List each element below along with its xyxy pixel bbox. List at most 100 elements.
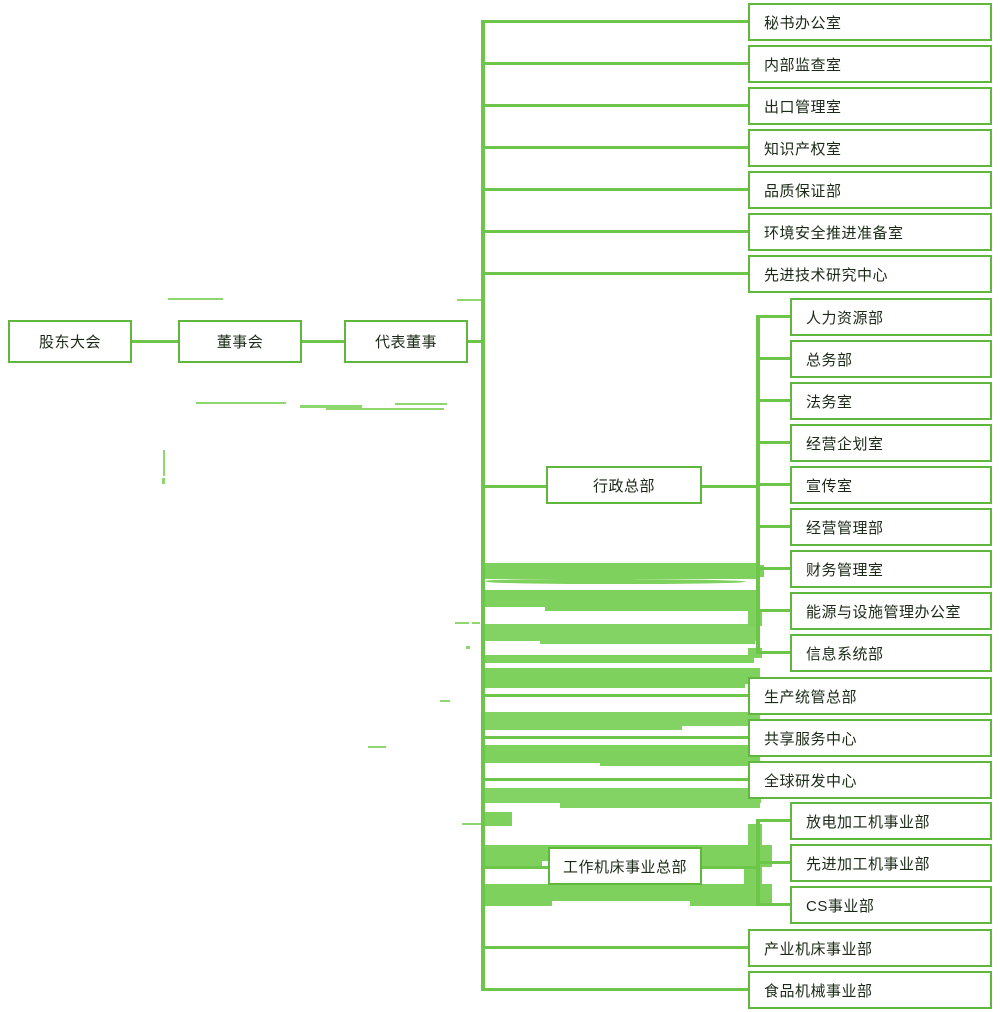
scan-artifact <box>540 640 755 644</box>
connector-line <box>700 485 758 488</box>
node-label: 人力资源部 <box>806 309 884 327</box>
node-mid-unit[interactable]: 全球研发中心 <box>748 761 992 799</box>
node-machine-tool-child[interactable]: CS事业部 <box>790 886 992 924</box>
node-label: 内部监查室 <box>764 56 842 74</box>
scan-artifact <box>466 646 470 649</box>
node-direct-unit[interactable]: 先进技术研究中心 <box>748 255 992 293</box>
node-shareholders-meeting[interactable]: 股东大会 <box>8 320 132 363</box>
node-label: 经营企划室 <box>806 435 884 453</box>
scan-artifact <box>482 884 772 901</box>
connector-line <box>756 357 792 360</box>
scan-artifact <box>440 700 450 702</box>
scan-artifact <box>300 405 362 408</box>
node-label: CS事业部 <box>806 897 875 915</box>
node-admin-child[interactable]: 信息系统部 <box>790 634 992 672</box>
node-admin-child[interactable]: 财务管理室 <box>790 550 992 588</box>
node-label: 工作机床事业总部 <box>562 858 687 876</box>
scan-artifact <box>368 746 386 748</box>
node-bottom-unit[interactable]: 食品机械事业部 <box>748 971 992 1009</box>
scan-artifact <box>196 402 286 404</box>
node-label: 产业机床事业部 <box>764 940 873 958</box>
node-label: 食品机械事业部 <box>764 982 873 1000</box>
connector-line <box>756 441 792 444</box>
scan-artifact <box>482 745 760 763</box>
connector-line <box>756 483 792 486</box>
node-label: 股东大会 <box>38 334 101 351</box>
node-label: 总务部 <box>806 351 853 369</box>
node-label: 环境安全推进准备室 <box>764 224 904 242</box>
connector-line <box>756 399 792 402</box>
connector-line <box>756 315 792 318</box>
node-admin-child[interactable]: 法务室 <box>790 382 992 420</box>
scan-artifact <box>482 590 757 607</box>
scan-artifact <box>472 622 480 624</box>
scan-artifact <box>326 408 444 410</box>
node-mid-unit[interactable]: 共享服务中心 <box>748 719 992 757</box>
connector-line <box>481 736 750 739</box>
node-label: 行政总部 <box>592 477 655 495</box>
scan-artifact <box>482 655 754 663</box>
node-label: 出口管理室 <box>764 98 842 116</box>
node-machine-tool-child[interactable]: 放电加工机事业部 <box>790 802 992 840</box>
connector-line <box>756 651 792 654</box>
node-label: 信息系统部 <box>806 645 884 663</box>
connector-line <box>700 866 758 869</box>
node-machine-tool-hq[interactable]: 工作机床事业总部 <box>548 847 702 885</box>
connector-line <box>481 946 750 949</box>
connector-line <box>481 188 750 191</box>
node-mid-unit[interactable]: 生产统管总部 <box>748 677 992 715</box>
node-label: 知识产权室 <box>764 140 842 158</box>
node-admin-child[interactable]: 总务部 <box>790 340 992 378</box>
connector-line <box>756 567 792 570</box>
node-label: 秘书办公室 <box>764 14 842 32</box>
connector-line <box>756 609 792 612</box>
scan-artifact <box>482 901 552 906</box>
node-direct-unit[interactable]: 出口管理室 <box>748 87 992 125</box>
node-bottom-unit[interactable]: 产业机床事业部 <box>748 929 992 967</box>
node-admin-child[interactable]: 人力资源部 <box>790 298 992 336</box>
node-direct-unit[interactable]: 环境安全推进准备室 <box>748 213 992 251</box>
node-label: 宣传室 <box>806 477 853 495</box>
scan-artifact <box>483 788 761 803</box>
node-admin-child[interactable]: 经营企划室 <box>790 424 992 462</box>
node-label: 生产统管总部 <box>764 688 858 706</box>
scan-artifact <box>482 712 760 726</box>
scan-artifact <box>482 812 512 826</box>
scan-artifact <box>162 478 165 484</box>
node-board-of-directors[interactable]: 董事会 <box>178 320 302 363</box>
node-representative-director[interactable]: 代表董事 <box>344 320 468 363</box>
connector-line <box>466 340 484 343</box>
connector-line <box>481 104 750 107</box>
scan-artifact <box>483 624 757 641</box>
node-machine-tool-child[interactable]: 先进加工机事业部 <box>790 844 992 882</box>
connector-line <box>481 20 750 23</box>
node-admin-child[interactable]: 能源与设施管理办公室 <box>790 592 992 630</box>
node-label: 全球研发中心 <box>764 772 858 790</box>
connector-line <box>481 694 750 697</box>
node-direct-unit[interactable]: 品质保证部 <box>748 171 992 209</box>
node-label: 法务室 <box>806 393 853 411</box>
node-direct-unit[interactable]: 知识产权室 <box>748 129 992 167</box>
connector-line <box>481 485 549 488</box>
node-label: 能源与设施管理办公室 <box>806 603 962 621</box>
scan-artifact <box>457 299 483 301</box>
connector-line <box>481 146 750 149</box>
node-admin-child[interactable]: 宣传室 <box>790 466 992 504</box>
connector-line <box>756 819 792 822</box>
node-label: 经营管理部 <box>806 519 884 537</box>
node-label: 先进技术研究中心 <box>764 266 889 284</box>
connector-line <box>481 778 750 781</box>
scan-artifact <box>455 622 469 624</box>
node-label: 先进加工机事业部 <box>806 855 931 873</box>
node-direct-unit[interactable]: 秘书办公室 <box>748 3 992 41</box>
node-admin-child[interactable]: 经营管理部 <box>790 508 992 546</box>
scan-artifact <box>485 684 745 688</box>
node-admin-hq[interactable]: 行政总部 <box>546 466 702 504</box>
connector-line <box>481 988 750 991</box>
connector-line <box>481 62 750 65</box>
connector-line <box>756 861 792 864</box>
main-trunk-line <box>481 22 485 991</box>
node-direct-unit[interactable]: 内部监查室 <box>748 45 992 83</box>
connector-line <box>131 340 181 343</box>
